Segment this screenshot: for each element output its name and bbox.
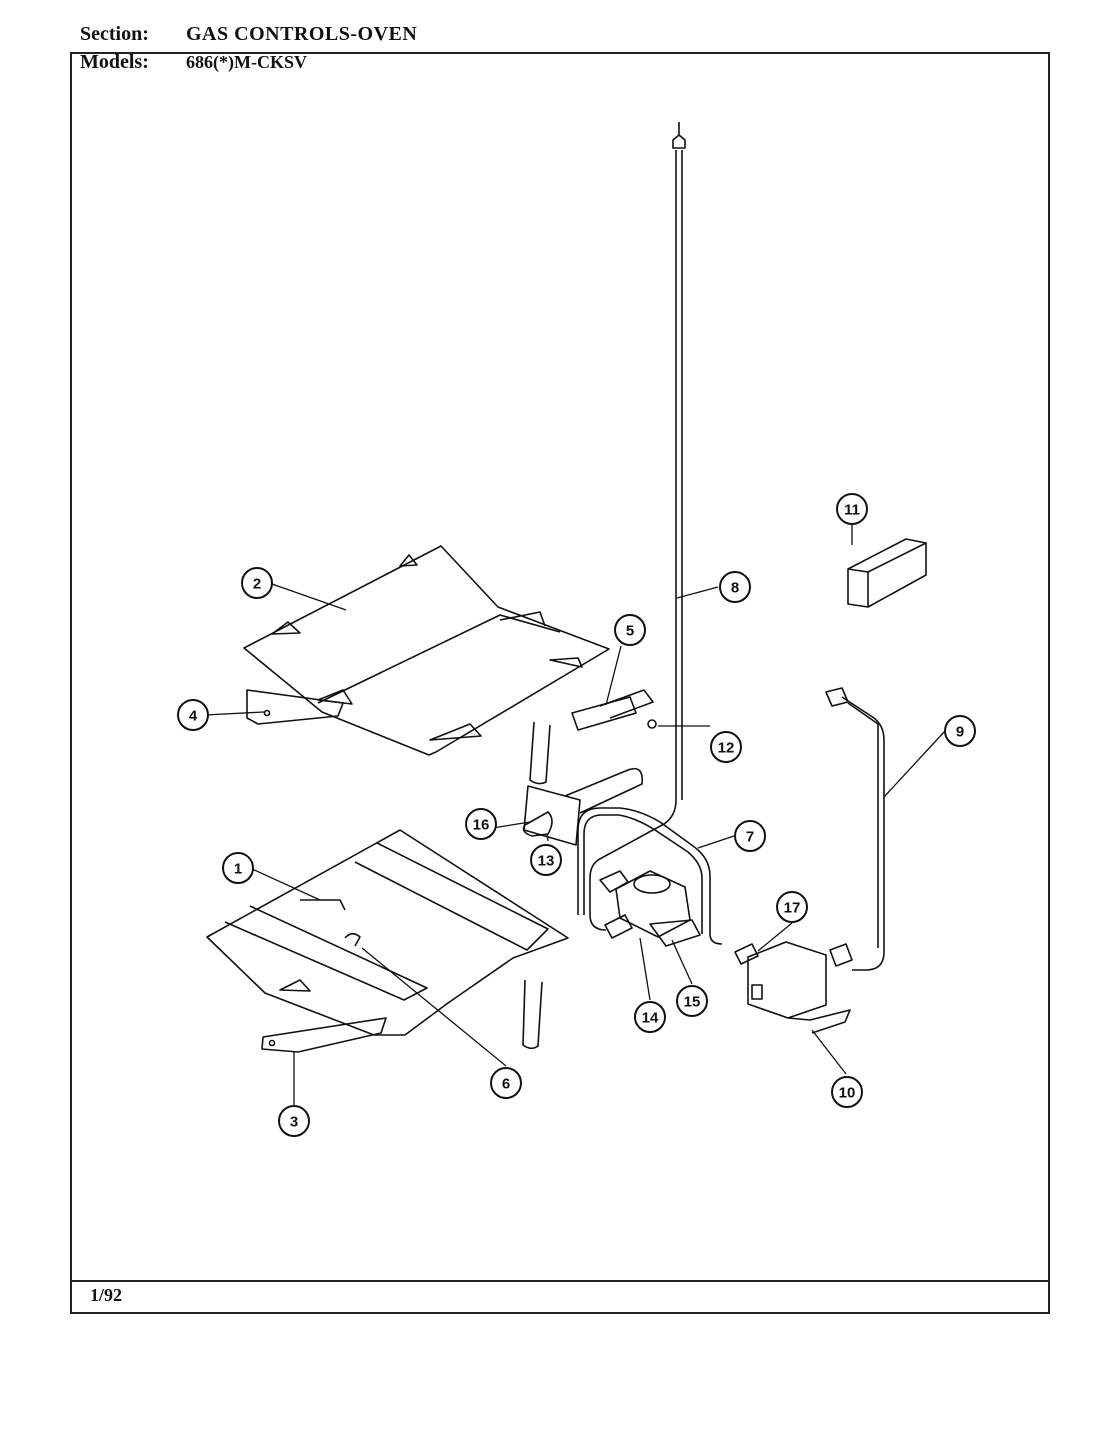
callout-number: 1 [234,861,242,878]
part-13-fitting [522,767,644,846]
callout-number: 7 [746,829,754,846]
models-label: Models: [80,51,149,73]
callout-circle [177,699,209,731]
callout-circle [734,820,766,852]
callout-number: 3 [290,1114,298,1131]
callout-4: 4 [177,699,209,731]
callout-number: 9 [956,724,964,741]
part-5-igniter [571,689,654,731]
callout-circle [490,1067,522,1099]
part-12-screw [647,719,657,729]
callout-number: 16 [473,817,490,834]
callout-1: 1 [222,852,254,884]
callout-number: 6 [502,1076,510,1093]
callout-14: 14 [634,1001,666,1033]
callout-5: 5 [614,614,646,646]
callout-circle [278,1105,310,1137]
models-value: 686(*)M-CKSV [186,52,307,72]
callout-16: 16 [465,808,497,840]
part-2-upper-burner [243,545,610,785]
part-10-safety-valve [734,941,851,1034]
callout-2: 2 [241,567,273,599]
callout-3: 3 [278,1105,310,1137]
callout-15: 15 [676,985,708,1017]
callout-13: 13 [530,844,562,876]
callout-6: 6 [490,1067,522,1099]
callout-9: 9 [944,715,976,747]
part-9-gas-line [825,687,885,971]
callout-circle [241,567,273,599]
revision-date: 1/92 [90,1285,123,1305]
part-1-lower-burner [206,829,569,1050]
callout-number: 2 [253,576,261,593]
callout-12: 12 [710,731,742,763]
callout-circle [634,1001,666,1033]
callout-number: 4 [189,708,198,725]
part-7-tubing [577,807,723,945]
callout-circle [222,852,254,884]
callout-10: 10 [831,1076,863,1108]
callout-circle [944,715,976,747]
section-label: Section: [80,23,149,45]
callout-number: 13 [538,853,555,870]
callout-number: 8 [731,580,739,597]
part-3-bracket [261,1017,387,1053]
callout-number: 5 [626,623,634,640]
callout-number: 15 [684,994,701,1011]
callout-number: 14 [642,1010,659,1027]
section-title: GAS CONTROLS-OVEN [186,23,418,45]
callout-number: 10 [839,1085,856,1102]
callout-8: 8 [719,571,751,603]
callout-circle [836,493,868,525]
callout-17: 17 [776,891,808,923]
callout-number: 17 [784,900,801,917]
callout-number: 12 [718,740,735,757]
callout-circle [530,844,562,876]
callout-11: 11 [836,493,868,525]
callout-circle [776,891,808,923]
part-15-bracket-plate [649,919,701,947]
part-11-relay-box [847,538,927,608]
diagram-frame [70,52,1050,1314]
callout-circle [710,731,742,763]
part-14-regulator [599,870,691,939]
leader-lines [204,525,946,1105]
callout-circle [614,614,646,646]
footer-divider [70,1280,1050,1282]
callout-circle [719,571,751,603]
callout-circle [465,808,497,840]
part-8-gas-tube [589,122,686,931]
callout-circle [676,985,708,1017]
callout-number: 11 [844,502,860,519]
callout-7: 7 [734,820,766,852]
callout-circle [831,1076,863,1108]
